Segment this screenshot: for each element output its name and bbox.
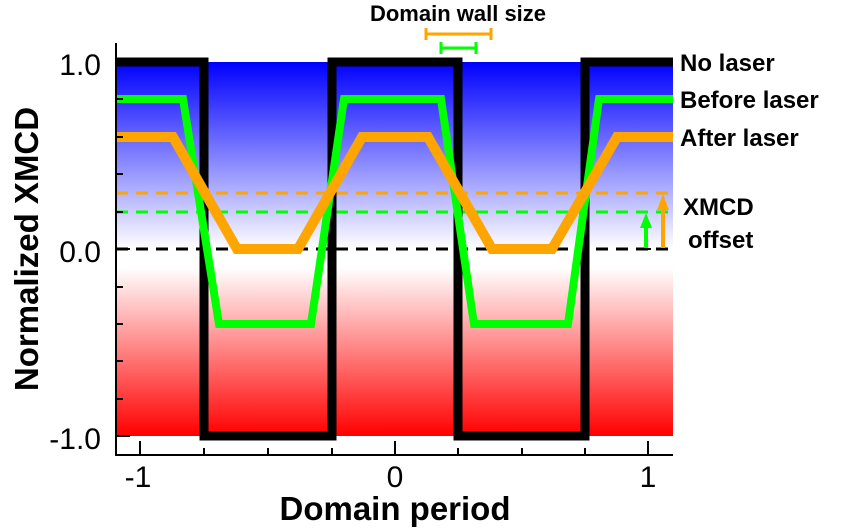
x-tick-label-mid: 0 xyxy=(387,461,404,494)
x-tick-label-right: 1 xyxy=(640,461,657,494)
before-laser-line xyxy=(116,95,673,328)
orange-offset-arrow-icon xyxy=(657,194,669,250)
legend-no-laser: No laser xyxy=(680,50,775,77)
y-tick-label-mid: 0.0 xyxy=(59,236,101,269)
after-laser-line xyxy=(116,132,673,254)
y-axis-title: Normalized XMCD xyxy=(8,107,45,391)
xmcd-offset-label-line2: offset xyxy=(688,227,753,254)
orange-wall-size-bar-icon xyxy=(424,28,493,40)
legend-before-laser: Before laser xyxy=(680,87,819,114)
x-ticks xyxy=(139,441,649,455)
legend-after-laser: After laser xyxy=(680,125,799,152)
y-tick-label-top: 1.0 xyxy=(59,49,101,82)
xmcd-offset-label-line1: XMCD xyxy=(683,194,754,221)
green-offset-arrow-icon xyxy=(640,213,652,250)
x-tick-label-left: -1 xyxy=(125,461,152,494)
y-ticks xyxy=(116,61,130,437)
green-wall-size-bar-icon xyxy=(439,42,478,54)
y-tick-label-bottom: -1.0 xyxy=(49,423,101,456)
domain-wall-size-label: Domain wall size xyxy=(370,1,546,26)
x-axis-title: Domain period xyxy=(279,490,510,527)
